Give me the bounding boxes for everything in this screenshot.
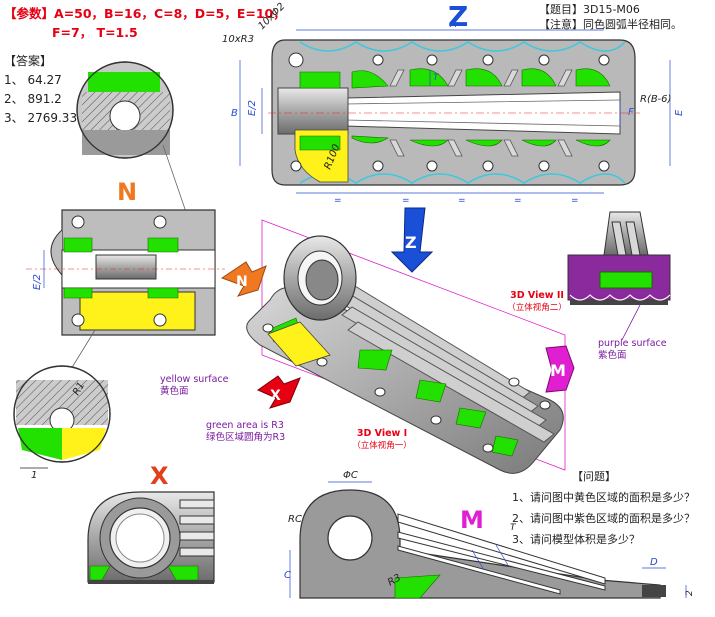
params-values-2: F=7， T=1.5 (52, 25, 138, 40)
view-label-z: Z (448, 0, 468, 33)
arrow-m-letter: M (550, 361, 566, 380)
detail-circle-top (76, 61, 174, 159)
eq-mark-2: = (402, 196, 410, 206)
params-line-1: 【参数】A=50，B=16，C=8，D=5，E=10， (4, 4, 286, 23)
yellow-surface-caption: yellow surface 黄色面 (160, 374, 260, 398)
answer-1: 1、 64.27 (4, 73, 62, 87)
section-view-n: N E/2 (26, 178, 225, 336)
top-holes (288, 52, 610, 172)
eq-mark-3: = (458, 196, 466, 206)
question-1: 1、请问图中黄色区域的面积是多少？ (512, 491, 695, 504)
dim-phi-c: ΦC (343, 470, 358, 481)
dim-f: F (628, 107, 634, 118)
view-arrow-n: N (220, 261, 267, 297)
problem-note-row: 【注意】同色圆弧半径相同。 (539, 17, 682, 32)
top-fins (389, 69, 573, 157)
n-dim-e-half: E/2 (32, 274, 43, 290)
dim-phi2-count: 10xΦ2 (256, 1, 287, 32)
answers-block: 【答案】 1、 64.27 2、 891.2 3、 2769.33 (4, 52, 77, 128)
iso-yellow-surface (267, 321, 331, 367)
view-label-m: M (460, 506, 484, 534)
top-left-block (277, 87, 349, 135)
arrow-x-letter: X (270, 388, 281, 404)
dim-rb6: R(B-6) (640, 94, 671, 105)
dim-a: A (449, 19, 457, 30)
view2-model (567, 211, 671, 305)
dim-one: 1 (31, 470, 37, 481)
top-green-fillets (299, 68, 611, 151)
dim-rc: RC (288, 514, 302, 525)
view-label-x: X (150, 462, 169, 490)
note-label: 【注意】 (539, 18, 583, 31)
view2-cn: （立体视角二） (507, 303, 567, 313)
green-en: green area is R3 (206, 420, 284, 431)
green-area-caption: green area is R3 绿色区域圆角为R3 (206, 420, 316, 444)
section-view-x: X (87, 462, 215, 584)
questions-block: 【问题】 1、请问图中黄色区域的面积是多少？ 2、请问图中紫色区域的面积是多少？… (512, 466, 695, 550)
dim-b: B (231, 108, 238, 119)
yellow-cn: 黄色面 (160, 386, 189, 397)
eq-mark-4: = (514, 196, 522, 206)
top-view-z: A B E/2 E F T R100 R(B-6) 10xR3 10xΦ2 = … (222, 0, 685, 206)
title-label: 【题目】 (539, 3, 583, 16)
answers-label: 【答案】 (4, 54, 53, 68)
view-arrow-z: Z (390, 207, 434, 273)
isometric-view: Z N X M (220, 207, 575, 474)
section-view-m: M ΦC RC C D R3 T 2 (284, 470, 695, 599)
purple-cn: 紫色面 (598, 350, 627, 361)
answer-3: 3、 2769.33 (4, 111, 78, 125)
note-value: 同色圆弧半径相同。 (583, 18, 682, 31)
dim-c: C (284, 570, 291, 581)
m-dim-t: T (510, 523, 517, 533)
view1-cn: （立体视角一） (352, 441, 412, 451)
view1-caption: 3D View I （立体视角一） (342, 428, 422, 452)
dim-e-half: E/2 (247, 100, 258, 116)
view2-caption: 3D View II （立体视角二） (498, 290, 576, 314)
dim-t: T (433, 73, 440, 83)
yellow-en: yellow surface (160, 374, 229, 385)
dim-two: 2 (685, 590, 695, 596)
title-value: 3D15-M06 (583, 3, 640, 16)
detail-circle-bottom: R1 1 (13, 365, 111, 481)
view1-en: 3D View I (356, 428, 408, 439)
params-label: 【参数】 (4, 6, 55, 21)
arrow-z-letter: Z (405, 233, 417, 252)
arrow-n-letter: N (236, 274, 248, 290)
question-3: 3、请问模型体积是多少？ (512, 533, 640, 546)
questions-label: 【问题】 (572, 470, 616, 483)
top-dimension-lines (239, 29, 671, 194)
dim-e: E (674, 109, 685, 116)
purple-en: purple surface (598, 338, 667, 349)
eq-marks: = = = = = (334, 196, 579, 206)
eq-mark-5: = (571, 196, 579, 206)
view-label-n: N (117, 178, 137, 206)
problem-title-row: 【题目】3D15-M06 (539, 2, 682, 17)
green-cn: 绿色区域圆角为R3 (206, 432, 286, 443)
purple-surface-caption: purple surface 紫色面 (598, 338, 708, 362)
dim-d: D (650, 557, 658, 568)
eq-mark-1: = (334, 196, 342, 206)
question-2: 2、请问图中紫色区域的面积是多少？ (512, 512, 695, 525)
params-values-1: A=50，B=16，C=8，D=5，E=10， (54, 6, 286, 21)
view-arrow-m: M (545, 345, 575, 393)
parameters-block: 【参数】A=50，B=16，C=8，D=5，E=10， F=7， T=1.5 (4, 4, 286, 42)
view2-en: 3D View II (510, 290, 564, 301)
problem-header: 【题目】3D15-M06 【注意】同色圆弧半径相同。 (539, 2, 682, 32)
view-arrow-x: X (256, 375, 301, 409)
top-wavy-edge (299, 41, 626, 52)
bottom-wavy-edge (299, 173, 626, 184)
answer-2: 2、 891.2 (4, 92, 62, 106)
dim-r3-count: 10xR3 (222, 34, 254, 45)
